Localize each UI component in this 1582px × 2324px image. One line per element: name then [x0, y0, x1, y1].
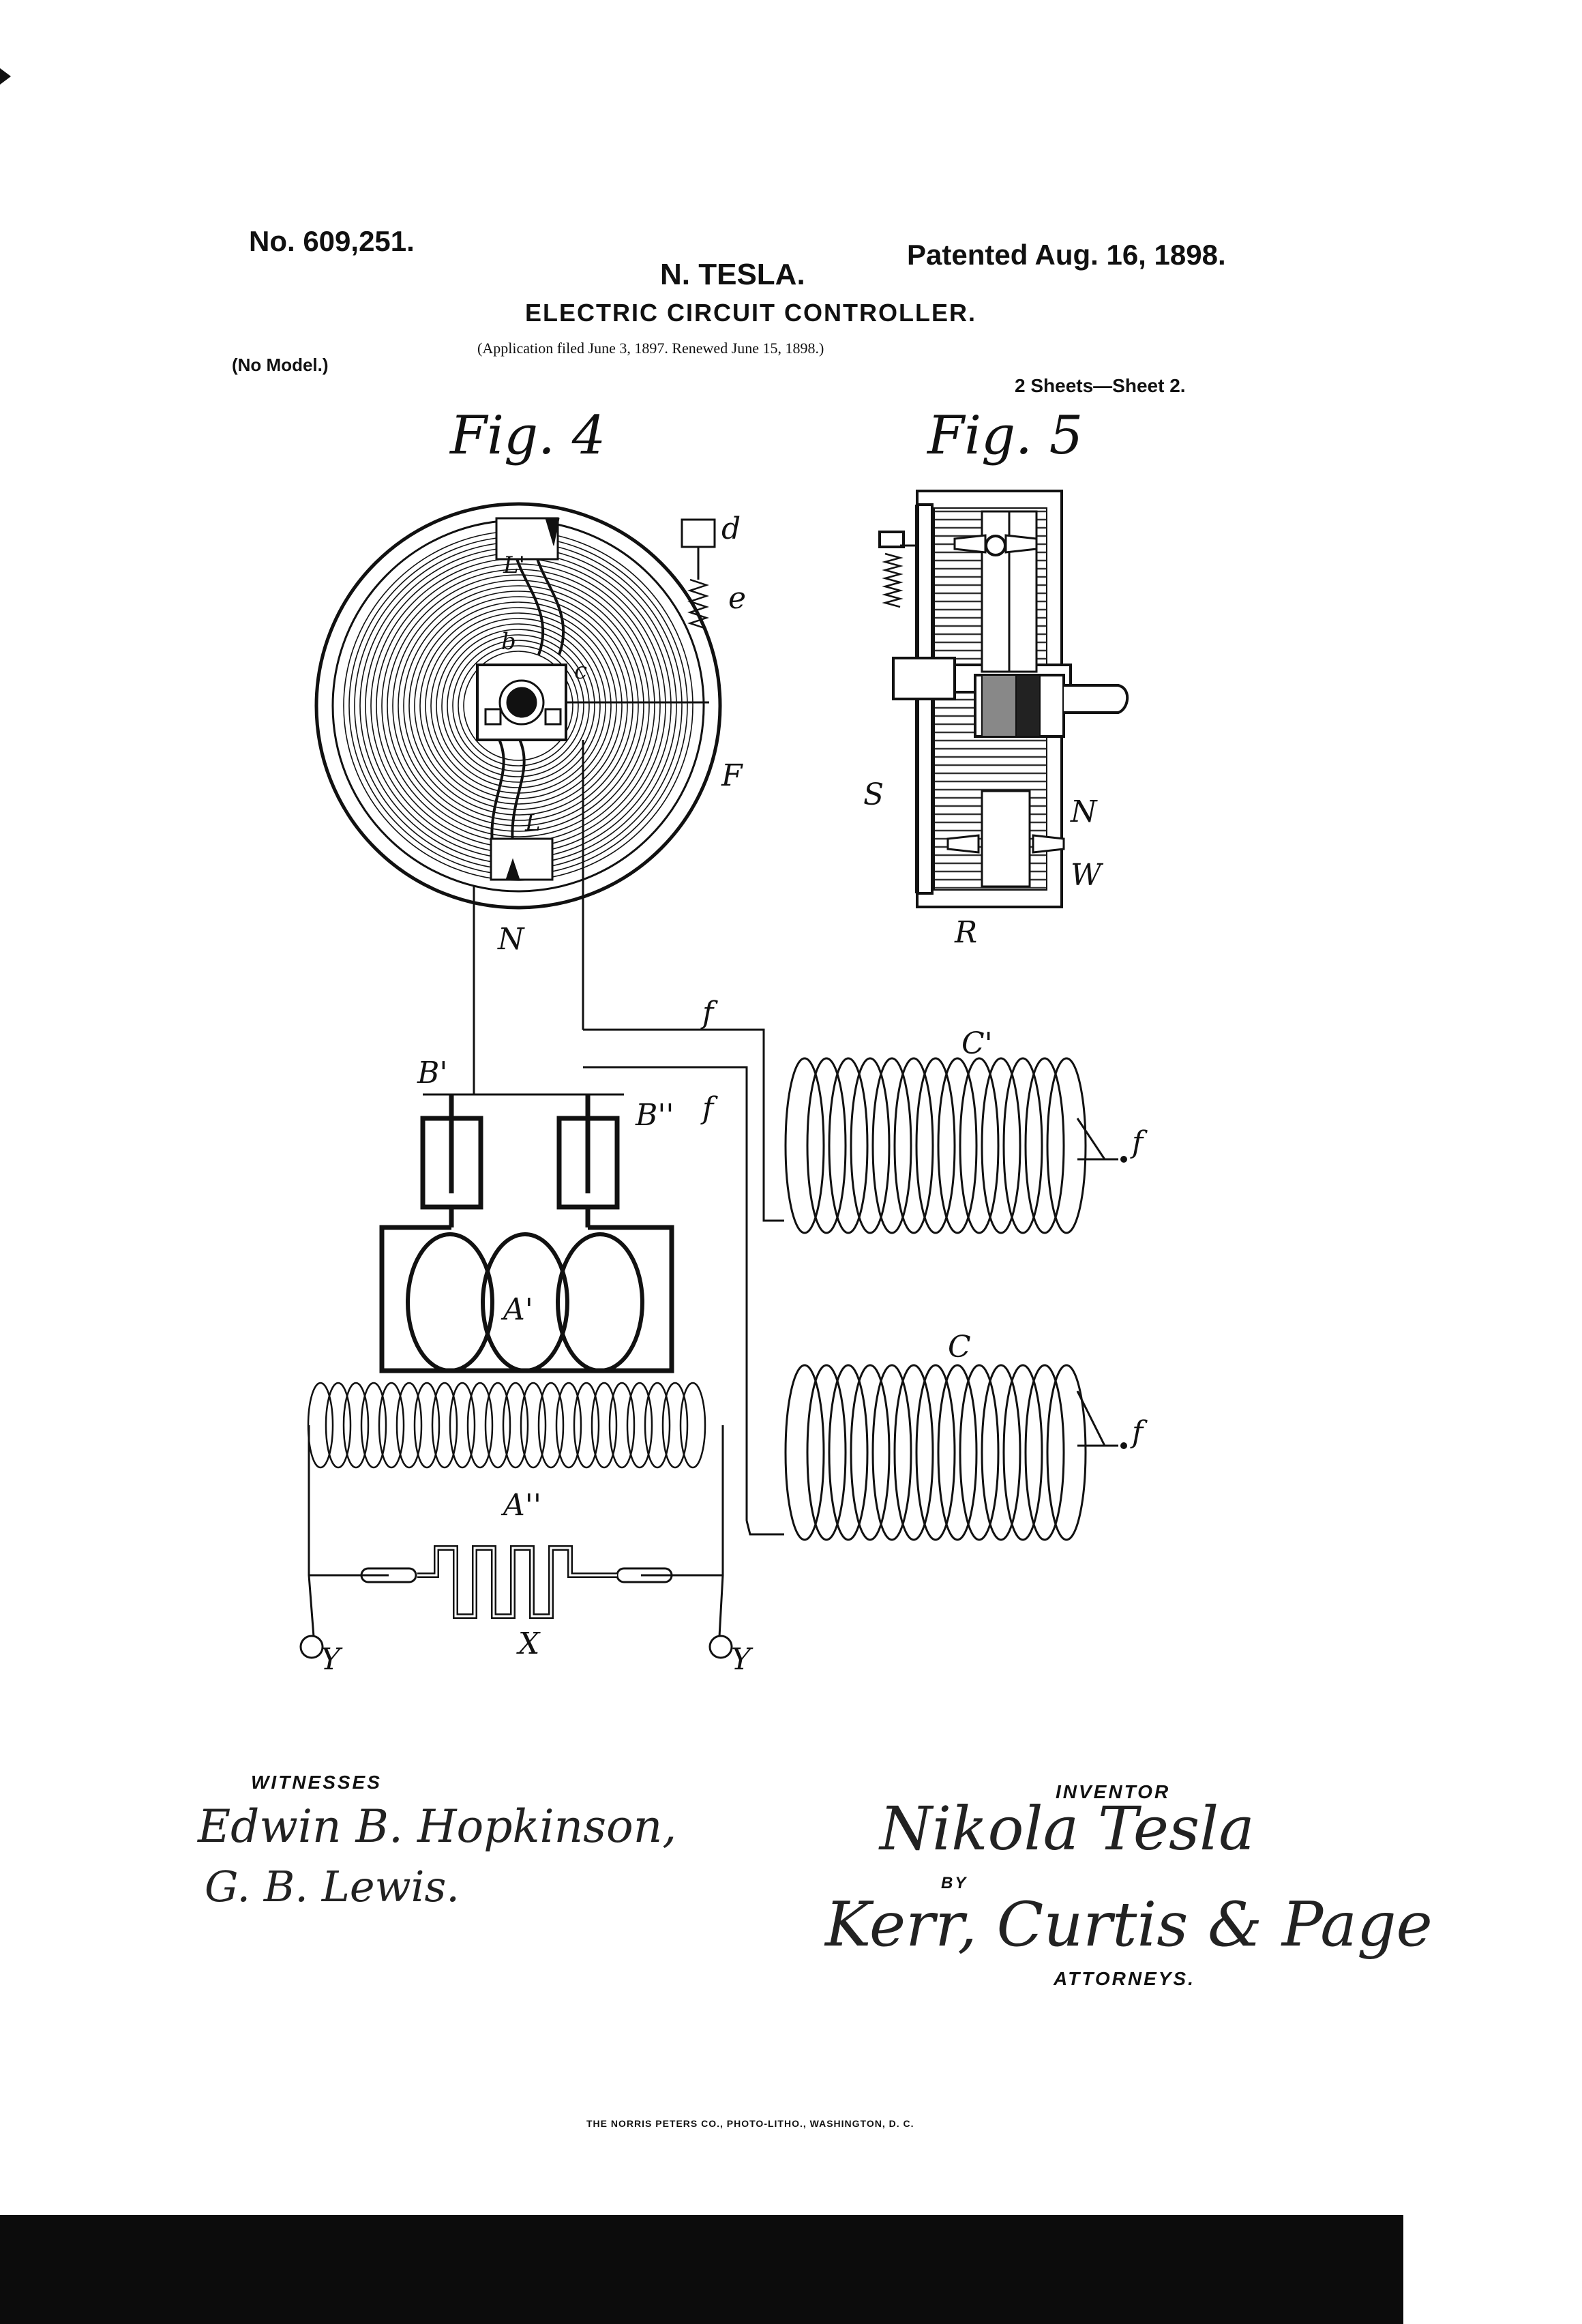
label-b: b — [501, 628, 516, 655]
label-Y-right: Y — [731, 1642, 753, 1677]
label-N-fig4: N — [497, 922, 525, 957]
label-X: X — [516, 1626, 541, 1661]
attorneys-label: ATTORNEYS. — [1054, 1968, 1195, 1989]
fig5-title: Fig. 5 — [926, 405, 1083, 466]
label-f-mid: f — [700, 1091, 718, 1126]
label-L-prime: L' — [503, 552, 525, 579]
label-B-prime: B' — [417, 1056, 447, 1090]
sheet-count: 2 Sheets—Sheet 2. — [1015, 375, 1186, 396]
label-R: R — [954, 915, 977, 950]
patented-date: Patented Aug. 16, 1898. — [907, 239, 1226, 271]
attorneys-signature: Kerr, Curtis & Page — [825, 1889, 1433, 1961]
label-e: e — [728, 581, 746, 616]
printer-credit: THE NORRIS PETERS CO., PHOTO-LITHO., WAS… — [586, 2118, 914, 2129]
label-S: S — [863, 777, 884, 812]
label-F: F — [721, 758, 743, 793]
model-note: (No Model.) — [232, 355, 329, 375]
fig4-disc — [314, 502, 722, 1067]
fig4-title: Fig. 4 — [449, 405, 606, 466]
patent-title: ELECTRIC CIRCUIT CONTROLLER. — [525, 299, 976, 327]
application-dates: (Application filed June 3, 1897. Renewed… — [477, 340, 824, 357]
witnesses-label: WITNESSES — [251, 1772, 382, 1793]
label-f-coil1: f — [1130, 1125, 1148, 1160]
label-Y-left: Y — [320, 1642, 343, 1677]
label-d: d — [721, 511, 741, 546]
label-A-double: A'' — [501, 1488, 541, 1523]
label-L: L — [524, 809, 541, 837]
inventor-label: INVENTOR — [1056, 1781, 1171, 1802]
label-A-prime: A' — [501, 1292, 533, 1327]
witness-signature-2: G. B. Lewis. — [205, 1862, 460, 1911]
patent-number: No. 609,251. — [249, 225, 415, 257]
witness-signature-1: Edwin B. Hopkinson, — [198, 1800, 677, 1853]
fig5-section — [878, 490, 1129, 908]
label-f-coil2: f — [1130, 1415, 1148, 1450]
label-W: W — [1071, 858, 1104, 893]
by-label: BY — [941, 1874, 968, 1892]
inventor-signature: Nikola Tesla — [880, 1793, 1255, 1864]
label-C-prime: C' — [961, 1026, 993, 1061]
label-C: C — [948, 1330, 971, 1365]
label-c: c — [574, 657, 587, 685]
label-B-double: B'' — [635, 1098, 674, 1133]
inventor-name: N. TESLA. — [660, 258, 805, 291]
margin-mark — [0, 68, 11, 85]
scan-border — [0, 2215, 1403, 2324]
label-f-top: f — [700, 996, 718, 1030]
label-N-fig5: N — [1070, 794, 1098, 829]
